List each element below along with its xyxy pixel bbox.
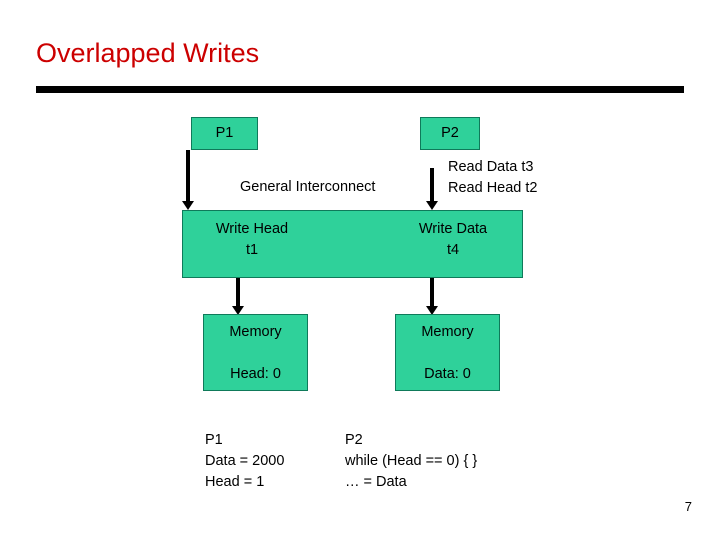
page-number: 7 [684,499,692,514]
p2-box-label: P2 [441,125,459,141]
code-right: P2 while (Head == 0) { } … = Data [345,432,478,491]
write-head-label: Write Head t1 [215,221,289,259]
p2-down-arrow [426,168,438,210]
memory-left-label: Memory Head: 0 [229,324,282,383]
title-divider [36,86,684,93]
read-operations-label: Read Data t3 Read Head t2 [448,159,538,197]
general-interconnect-label: General Interconnect [240,179,376,195]
p1-down-arrow [182,150,194,210]
p1-box [191,117,258,150]
write-data-label: Write Data t4 [418,221,488,259]
memory-left-down-arrow [232,278,244,315]
memory-right-box [395,314,500,391]
p1-box-label: P1 [215,125,234,141]
p2-box [420,117,480,150]
page-title: Overlapped Writes [36,38,260,68]
interconnect-bar [182,210,523,278]
memory-right-label: Memory Data: 0 [421,324,474,383]
memory-left-box [203,314,308,391]
code-left: P1 Data = 2000 Head = 1 [205,432,285,491]
memory-right-down-arrow [426,278,438,315]
